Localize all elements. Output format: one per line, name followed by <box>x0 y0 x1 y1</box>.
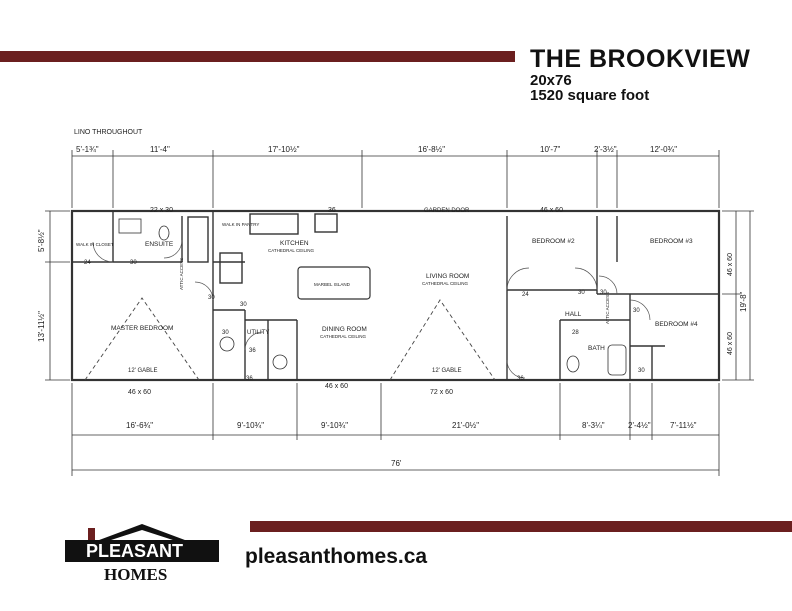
window-top-2: 36 <box>328 207 336 214</box>
door-14: 30 <box>638 368 645 374</box>
attic-access-2: ATTIC ACCESS <box>605 292 610 324</box>
room-kitchen-ceiling: CATHEDRAL CEILING <box>268 248 315 253</box>
room-bedroom-3: BEDROOM #3 <box>650 238 693 245</box>
door-7: 30 <box>600 290 607 296</box>
bottom-dim-5: 8'-3¼" <box>582 421 605 430</box>
room-kitchen: KITCHEN <box>280 240 309 247</box>
window-top-3: 46 x 60 <box>540 207 563 214</box>
door-6: 30 <box>578 290 585 296</box>
bottom-dim-6: 2'-4½" <box>628 421 651 430</box>
right-dim-3: 19'-8" <box>739 291 748 312</box>
room-master-bedroom: MASTER BEDROOM <box>111 325 173 332</box>
left-dim-2: 13'-11½" <box>37 311 46 342</box>
gable-2-label: 12' GABLE <box>432 368 462 374</box>
attic-access-1: ATTIC ACCESS <box>179 258 184 290</box>
plan-note: LINO THROUGHOUT <box>74 129 143 136</box>
website-url[interactable]: pleasanthomes.ca <box>245 545 428 568</box>
room-bedroom-2: BEDROOM #2 <box>532 238 575 245</box>
top-dim-3: 17'-10½" <box>268 145 300 154</box>
room-bedroom-4: BEDROOM #4 <box>655 321 698 328</box>
top-dim-2: 11'-4" <box>150 145 170 154</box>
plan-title: THE BROOKVIEW <box>530 45 751 73</box>
top-dim-1: 5'-1¾" <box>76 145 99 154</box>
bottom-dim-3: 9'-10¾" <box>321 421 348 430</box>
header-block: THE BROOKVIEW 20x76 1520 square foot <box>530 45 751 104</box>
window-bot-1: 46 x 60 <box>128 389 151 396</box>
left-dim-1: 5'-8½" <box>37 229 46 252</box>
right-dim-1: 46 x 60 <box>727 253 734 276</box>
room-walk-in-pantry: WALK IN PANTRY <box>222 222 259 227</box>
top-dim-4: 16'-8½" <box>418 145 445 154</box>
room-ensuite: ENSUITE <box>145 241 174 248</box>
top-accent-bar <box>0 51 515 62</box>
top-dim-6: 2'-3½" <box>594 145 617 154</box>
bottom-dim-4: 21'-0½" <box>452 421 479 430</box>
window-top-1: 22 x 30 <box>150 207 173 214</box>
window-bot-3: 72 x 60 <box>430 389 453 396</box>
bottom-dim-1: 16'-6¾" <box>126 421 153 430</box>
door-9: 36 <box>246 376 253 382</box>
room-utility: UTILITY <box>247 330 269 336</box>
bottom-dim-2: 9'-10¾" <box>237 421 264 430</box>
door-10: 36 <box>249 348 256 354</box>
room-bath: BATH <box>588 345 605 352</box>
door-5: 24 <box>522 292 529 298</box>
window-bot-2: 46 x 60 <box>325 383 348 390</box>
door-13: 30 <box>222 330 229 336</box>
room-living-ceiling: CATHEDRAL CEILING <box>422 281 469 286</box>
plan-size: 20x76 <box>530 72 572 89</box>
kitchen-island-label: MARBEL ISLAND <box>314 282 351 287</box>
door-3: 30 <box>208 295 215 301</box>
gable-1-label: 12' GABLE <box>128 368 158 374</box>
overall-length: 76' <box>391 459 402 468</box>
pleasant-homes-logo: PLEASANT HOMES <box>65 524 219 584</box>
garden-door-label: GARDEN DOOR <box>424 208 470 214</box>
top-dim-5: 10'-7" <box>540 145 561 154</box>
top-dim-7: 12'-0¾" <box>650 145 677 154</box>
room-hall: HALL <box>565 311 582 318</box>
svg-text:PLEASANT: PLEASANT <box>86 541 183 561</box>
plan-area: 1520 square foot <box>530 87 650 104</box>
door-12: 30 <box>633 308 640 314</box>
svg-text:HOMES: HOMES <box>104 565 167 584</box>
right-dim-2: 46 x 60 <box>727 332 734 355</box>
bottom-accent-bar <box>250 521 792 532</box>
door-2: 30 <box>130 260 137 266</box>
door-1: 24 <box>84 260 91 266</box>
bottom-dim-7: 7'-11½" <box>670 421 697 430</box>
door-4: 30 <box>240 302 247 308</box>
room-dining: DINING ROOM <box>322 326 367 333</box>
room-dining-ceiling: CATHEDRAL CEILING <box>320 334 367 339</box>
door-11: 36 <box>517 376 524 382</box>
room-living: LIVING ROOM <box>426 273 469 280</box>
room-walk-in-closet: WALK IN CLOSET <box>76 242 114 247</box>
door-8: 28 <box>572 330 579 336</box>
